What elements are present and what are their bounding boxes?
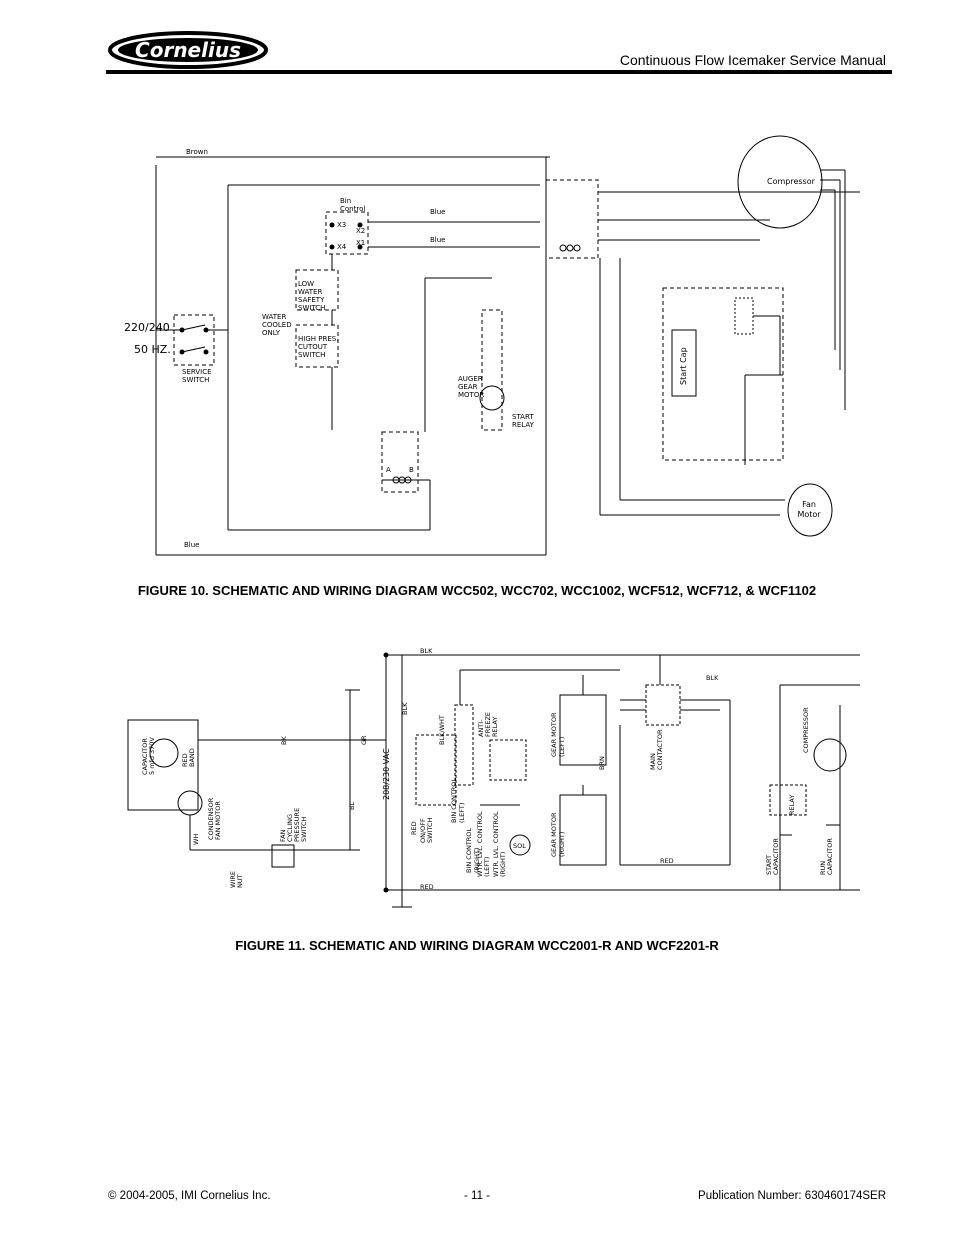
- label-capacitor: CAPACITOR 5 mfd 370V: [141, 737, 156, 775]
- label-bl: BL: [348, 801, 356, 810]
- header-divider: [106, 70, 892, 74]
- label-gr: GR: [360, 735, 368, 745]
- label-low-water: LOW WATER SAFETY SWITCH: [298, 280, 326, 312]
- label-blue-mid: Blue: [430, 236, 446, 244]
- footer-page-number: - 11 -: [464, 1190, 490, 1202]
- label-voltage: 208/230 VAC: [382, 748, 391, 800]
- label-x4: X4: [337, 243, 347, 251]
- label-red-band: RED BAND: [181, 748, 196, 767]
- label-brn: BRN: [598, 756, 606, 770]
- footer-copyright: © 2004-2005, IMI Cornelius Inc.: [108, 1190, 271, 1202]
- label-bin-left: BIN CONTROL (LEFT): [450, 777, 466, 823]
- label-wh: WH: [192, 833, 200, 845]
- footer-publication-number: Publication Number: 630460174SER: [698, 1190, 886, 1202]
- label-blue-bottom: Blue: [184, 541, 200, 549]
- figure-11-caption: FIGURE 11. SCHEMATIC AND WIRING DIAGRAM …: [235, 938, 719, 953]
- label-bk: BK: [280, 736, 288, 745]
- label-start-cap: START CAPACITOR: [765, 838, 780, 875]
- label-brown: Brown: [186, 148, 208, 156]
- label-gear-left: GEAR MOTOR (LEFT): [550, 712, 566, 757]
- label-gear-right: GEAR MOTOR (RIGHT): [550, 812, 566, 857]
- label-blk-right: BLK: [706, 674, 719, 682]
- label-fan-motor: Fan Motor: [797, 500, 821, 519]
- figure-11-wiring-diagram: [127, 652, 860, 908]
- label-x1: X1: [356, 239, 366, 247]
- label-blk-wht: BLK/WHT: [438, 715, 446, 745]
- label-compressor: COMPRESSOR: [802, 707, 810, 753]
- label-fan-cycling: FAN CYCLING PRESSURE SWITCH: [279, 807, 308, 842]
- label-main-contactor: MAIN CONTACTOR: [649, 729, 664, 770]
- label-anti-freeze: ANTI-FREEZE RELAY: [477, 711, 499, 737]
- label-red-left: RED: [410, 821, 418, 835]
- label-red: RED: [660, 857, 674, 865]
- label-wtr-right: WTR. LVL. CONTROL (RIGHT): [492, 811, 507, 877]
- label-run-cap: RUN CAPACITOR: [819, 838, 834, 875]
- label-wire-nut: WIRE NUT: [229, 871, 244, 888]
- label-x3: X3: [337, 221, 347, 229]
- label-high-pres: HIGH PRES. CUTOUT SWITCH: [298, 335, 339, 359]
- header-title: Continuous Flow Icemaker Service Manual: [619, 52, 886, 68]
- label-sol: SOL: [513, 842, 526, 850]
- label-start-relay: START RELAY: [512, 413, 534, 429]
- label-condenser: CONDENSOR FAN MOTOR: [207, 797, 222, 840]
- label-contactor-b: B: [409, 466, 414, 474]
- label-blk-left: BLK: [401, 702, 409, 715]
- label-voltage: 220/240: [124, 321, 170, 334]
- logo-text: Cornelius: [135, 38, 241, 62]
- label-bin-control: Bin Control: [340, 197, 366, 213]
- label-auger-motor: AUGER GEAR MOTOR: [458, 375, 485, 399]
- figure-10-caption: FIGURE 10. SCHEMATIC AND WIRING DIAGRAM …: [137, 583, 817, 598]
- label-on-off: ON/OFF SWITCH: [419, 817, 434, 844]
- label-service-switch: SERVICE SWITCH: [182, 368, 212, 384]
- figure-10-wiring-diagram: [155, 135, 860, 556]
- label-relay: RELAY: [788, 794, 796, 815]
- label-frequency: 50 HZ.: [134, 343, 171, 356]
- label-water-cooled: WATER COOLED ONLY: [262, 313, 292, 337]
- label-blue-top: Blue: [430, 208, 446, 216]
- label-compressor: Compressor: [767, 177, 815, 186]
- label-start-cap: Start Cap: [679, 347, 688, 385]
- label-x2: X2: [356, 227, 366, 235]
- label-contactor-a: A: [386, 466, 391, 474]
- label-blk-top: BLK: [420, 647, 433, 655]
- label-red-bottom: RED: [420, 883, 434, 891]
- cornelius-logo: Cornelius: [108, 31, 268, 69]
- label-wtr-left: WTR. LVL. CONTROL (LEFT): [476, 811, 491, 877]
